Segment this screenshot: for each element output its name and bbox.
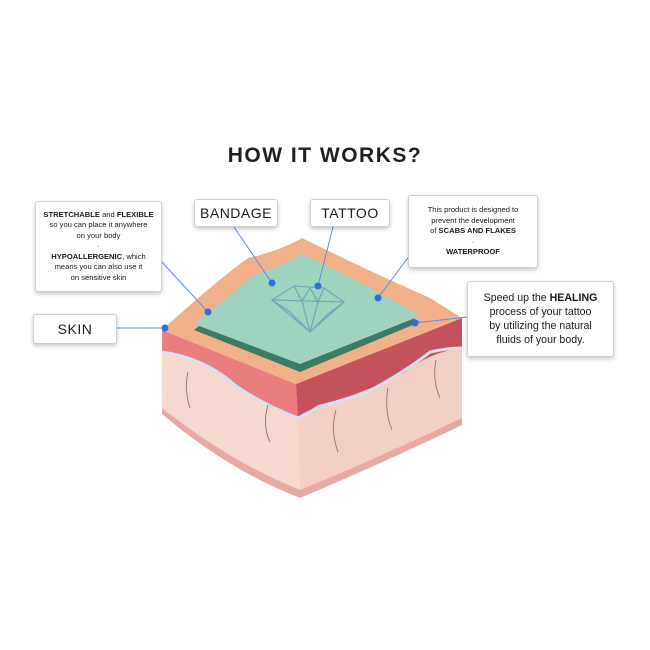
tattoo-label: TATTOO [310, 199, 390, 227]
skin-left-face [162, 330, 300, 492]
dermis-right [296, 318, 462, 418]
callout-healing: Speed up the HEALING process of your tat… [467, 281, 614, 357]
skin-label: SKIN [33, 314, 117, 344]
dermis-left [162, 330, 298, 418]
diamond-icon [270, 285, 346, 333]
bandage-film [194, 254, 420, 364]
page-title: HOW IT WORKS? [227, 144, 423, 167]
callout-stretchable: STRETCHABLE and FLEXIBLE so you can plac… [35, 201, 162, 292]
callout-product: This product is designed to prevent the … [408, 195, 538, 268]
bandage-label: BANDAGE [194, 199, 278, 227]
